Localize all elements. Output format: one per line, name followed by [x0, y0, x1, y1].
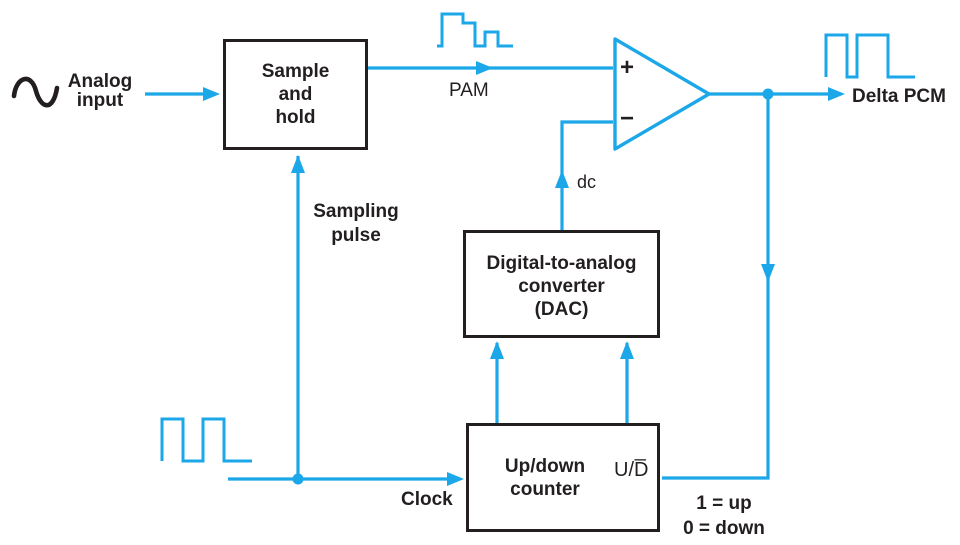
counter-label: Up/down counter	[504, 455, 586, 500]
output-junction-dot	[762, 88, 774, 100]
comparator-triangle	[613, 37, 711, 151]
output-square-wave-icon	[824, 33, 915, 79]
counter-ud-pin-label: U/D̅	[614, 459, 649, 481]
arrowhead-sampling-up	[291, 155, 305, 173]
up-down-legend: 1 = up 0 = down	[683, 493, 765, 539]
arrowhead-counter-dac-left	[490, 341, 504, 359]
analog-input-label: Analog input	[67, 71, 133, 111]
clock-label: Clock	[401, 489, 453, 510]
arrowhead-feedback-down	[761, 264, 775, 282]
up-down-counter-block: Up/down counter	[466, 423, 660, 532]
comparator-minus-sign: −	[619, 105, 634, 132]
arrowhead-clock-into-counter	[447, 472, 464, 486]
clock-square-wave-icon	[160, 417, 252, 463]
dc-label: dc	[577, 172, 597, 192]
sample-hold-block: Sample and hold	[223, 39, 368, 150]
dac-to-comparator-wire	[560, 120, 613, 230]
sampling-pulse-label: Sampling pulse	[313, 201, 399, 246]
arrowhead-delta-pcm-output	[828, 87, 845, 101]
sample-hold-label: Sample and hold	[261, 61, 330, 128]
pam-label: PAM	[449, 80, 489, 101]
comparator-plus-sign: +	[619, 54, 634, 81]
arrowhead-dc-up	[555, 170, 569, 188]
arrowhead-into-sample-hold	[203, 87, 220, 101]
arrowhead-pam-wire	[476, 61, 493, 75]
sine-wave-icon	[11, 76, 60, 108]
dac-label: Digital-to-analog converter (DAC)	[486, 253, 637, 320]
pam-waveform-icon	[437, 12, 513, 48]
delta-pcm-label: Delta PCM	[852, 86, 946, 107]
dac-block: Digital-to-analog converter (DAC)	[463, 230, 660, 338]
feedback-wire	[662, 94, 770, 480]
arrowhead-counter-dac-right	[620, 341, 634, 359]
clock-junction-dot	[292, 473, 304, 485]
